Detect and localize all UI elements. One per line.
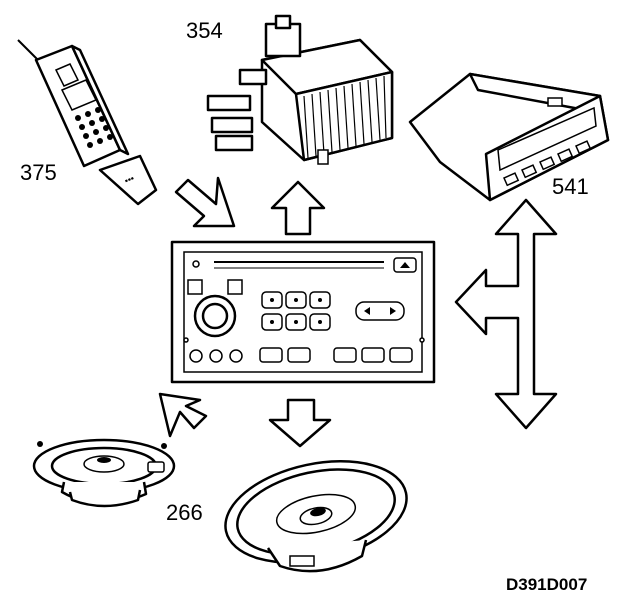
arrow-to-speaker-left bbox=[158, 392, 208, 438]
svg-text:▪▪▪: ▪▪▪ bbox=[123, 173, 136, 186]
amplifier bbox=[206, 14, 394, 165]
arrows bbox=[158, 176, 558, 448]
speaker-front-oval bbox=[224, 460, 408, 573]
speakers-label: 266 bbox=[166, 500, 203, 525]
display-unit-label: 541 bbox=[552, 174, 589, 199]
phone-label: 375 bbox=[20, 160, 57, 185]
arrow-to-amplifier bbox=[270, 180, 326, 236]
arrow-from-phone bbox=[174, 176, 236, 228]
mobile-phone: ▪▪▪ bbox=[17, 39, 158, 206]
speaker-left bbox=[32, 438, 176, 508]
display-unit bbox=[408, 72, 610, 202]
radio-head-unit bbox=[170, 240, 436, 384]
arrow-to-display-unit bbox=[454, 198, 558, 430]
diagram-reference-code: D391D007 bbox=[506, 575, 587, 594]
bottom-buttons bbox=[189, 347, 413, 363]
preset-buttons bbox=[261, 291, 331, 331]
arrow-to-speaker-front bbox=[268, 398, 332, 448]
amplifier-label: 354 bbox=[186, 18, 223, 43]
